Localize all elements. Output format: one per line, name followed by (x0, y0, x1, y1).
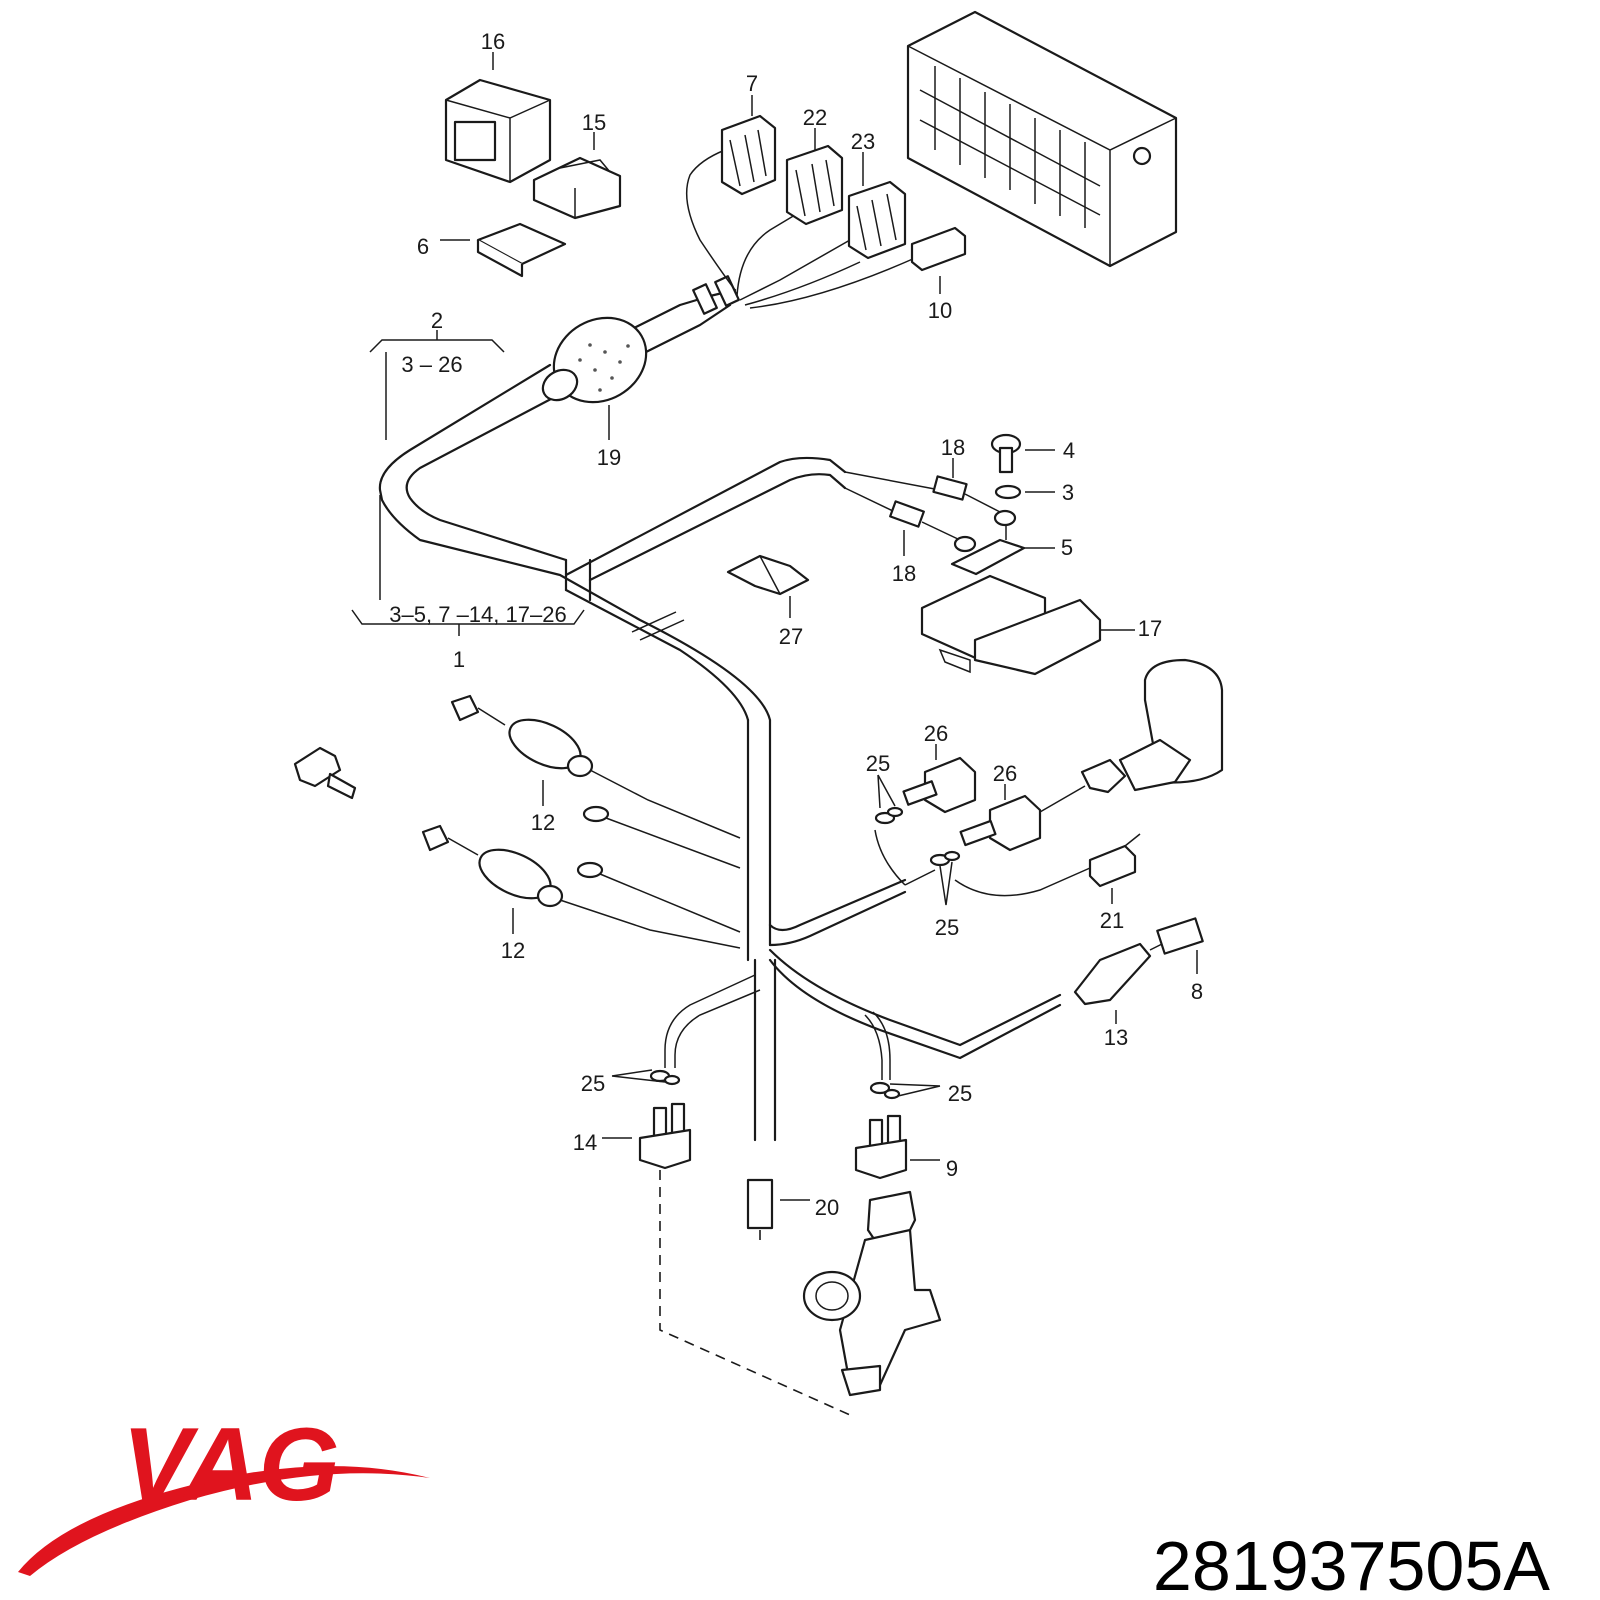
solenoid-valve (1080, 658, 1224, 794)
callout-5: 5 (1061, 535, 1073, 560)
part-number: 281937505A (1153, 1527, 1550, 1600)
ground-strap-18b (844, 487, 977, 556)
logo-swoosh (18, 1466, 430, 1576)
terminal-25d (869, 1081, 941, 1100)
fuse-relay-box (906, 10, 1178, 268)
callout-7: 7 (746, 71, 758, 96)
bracket-5 (950, 526, 1055, 576)
callout-12-a: 12 (531, 810, 555, 835)
callout-18-bottom: 18 (892, 561, 916, 586)
harness-trunk (378, 363, 847, 962)
connector-9 (854, 1114, 940, 1180)
callout-12-b: 12 (501, 938, 525, 963)
callout-1: 1 (453, 647, 465, 672)
callout-3-26: 3 – 26 (401, 352, 462, 377)
upper-bundle (608, 149, 916, 362)
callout-2: 2 (431, 308, 443, 333)
terminal-25c (611, 1069, 681, 1086)
sender-unit (293, 746, 357, 800)
callout-22: 22 (803, 105, 827, 130)
callout-25-a: 25 (866, 751, 890, 776)
callout-13: 13 (1104, 1025, 1128, 1050)
connector-23 (847, 152, 907, 260)
connector-21 (1088, 833, 1141, 904)
sensor-12a (450, 694, 741, 869)
connector-26a (902, 744, 977, 814)
callout-27: 27 (779, 624, 803, 649)
connector-14 (602, 1102, 692, 1170)
bolt-4 (990, 433, 1055, 474)
callout-19: 19 (597, 445, 621, 470)
callout-25-b: 25 (935, 915, 959, 940)
connector-13-8 (1073, 917, 1204, 1024)
connector-26b (959, 784, 1086, 852)
lower-branches (664, 958, 891, 1142)
callout-18-top: 18 (941, 435, 965, 460)
callout-20: 20 (815, 1195, 839, 1220)
coolant-flange (802, 1190, 942, 1397)
sensor-12b (421, 824, 741, 949)
terminal-25b (929, 850, 961, 906)
right-branch (768, 829, 1091, 1060)
callout-8: 8 (1191, 979, 1203, 1004)
ground-strap-18a (844, 458, 1017, 527)
callout-17: 17 (1138, 616, 1162, 641)
callout-16: 16 (481, 29, 505, 54)
clip-27 (726, 554, 810, 618)
group-brackets (351, 330, 585, 636)
callout-25-c: 25 (581, 1071, 605, 1096)
callout-25-d: 25 (948, 1081, 972, 1106)
callout-23: 23 (851, 129, 875, 154)
connector-7 (720, 95, 777, 196)
callout-range-1: 3–5, 7 –14, 17–26 (389, 602, 566, 627)
callout-21: 21 (1100, 908, 1124, 933)
washer-3 (994, 484, 1055, 500)
callout-6: 6 (417, 234, 429, 259)
relay-16 (444, 52, 552, 184)
relay-base-15 (532, 132, 622, 220)
callout-labels: 16 15 7 22 23 6 10 2 3 – 26 19 18 4 3 5 … (389, 29, 1203, 1220)
terminal-25a (874, 774, 904, 825)
callout-26-a: 26 (924, 721, 948, 746)
grommet-19 (541, 316, 648, 440)
bracket-17 (920, 574, 1135, 676)
connector-20 (746, 1178, 810, 1230)
callout-3: 3 (1062, 480, 1074, 505)
callout-10: 10 (928, 298, 952, 323)
vag-logo: VAG (18, 1407, 430, 1576)
fuse-6 (440, 222, 567, 278)
callout-4: 4 (1063, 438, 1075, 463)
logo-wordmark: VAG (122, 1407, 340, 1523)
callout-14: 14 (573, 1130, 597, 1155)
callout-15: 15 (582, 110, 606, 135)
connector-22 (785, 128, 844, 226)
dashed-leaders (659, 1170, 851, 1416)
connector-10 (910, 226, 967, 294)
callout-9: 9 (946, 1156, 958, 1181)
callout-26-b: 26 (993, 761, 1017, 786)
